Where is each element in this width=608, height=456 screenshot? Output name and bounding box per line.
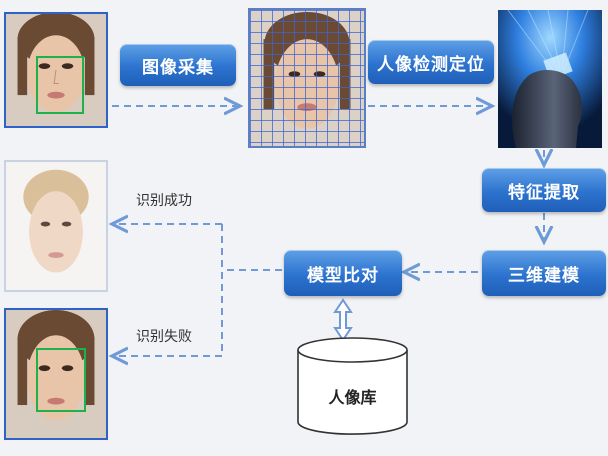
captured-face-photo xyxy=(4,12,108,128)
bidirectional-arrow-icon xyxy=(333,298,353,342)
model-comparison-button[interactable]: 模型比对 xyxy=(284,250,402,296)
success-label: 识别成功 xyxy=(136,193,192,209)
portrait-database-cylinder: 人像库 xyxy=(295,336,410,436)
image-capture-button[interactable]: 图像采集 xyxy=(120,44,236,86)
3d-modeling-button[interactable]: 三维建模 xyxy=(482,250,606,296)
3d-head-scan-image xyxy=(498,10,602,148)
grid-detected-face-photo xyxy=(248,8,366,148)
matched-face-photo xyxy=(4,160,108,292)
database-label: 人像库 xyxy=(328,388,377,407)
unmatched-face-photo xyxy=(4,308,108,440)
detection-grid-overlay xyxy=(250,10,364,146)
failure-label: 识别失败 xyxy=(136,329,192,345)
face-detection-box xyxy=(36,348,86,412)
portrait-detection-button[interactable]: 人像检测定位 xyxy=(368,40,494,84)
face-detection-box xyxy=(36,56,84,114)
feature-extraction-button[interactable]: 特征提取 xyxy=(482,168,606,212)
